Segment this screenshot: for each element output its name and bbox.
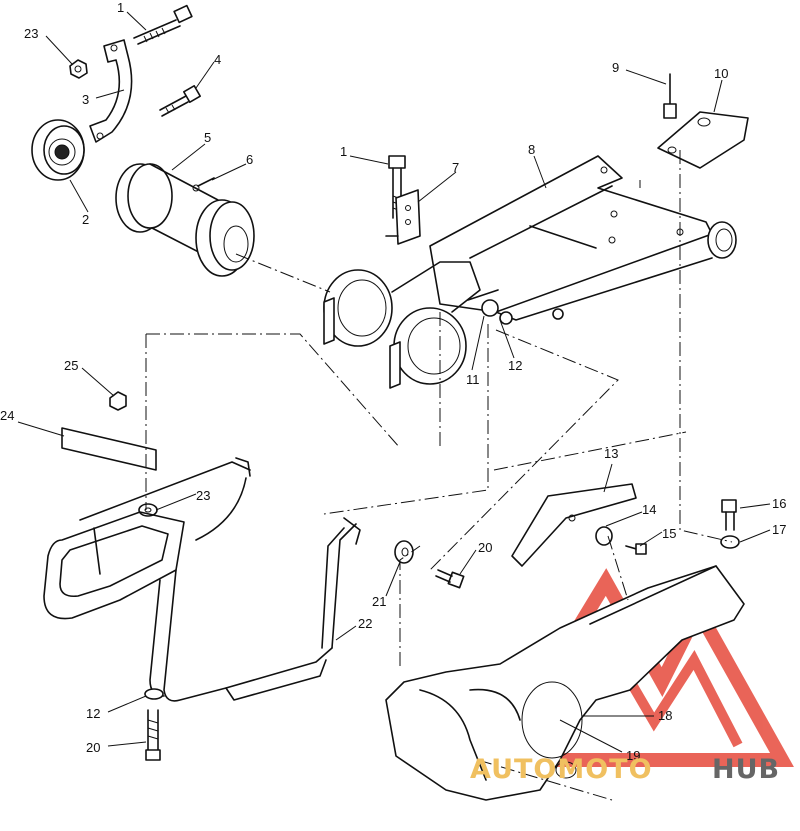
callout-15: 15	[662, 526, 676, 541]
callout-16: 16	[772, 496, 786, 511]
callout-7: 7	[452, 160, 459, 175]
callout-8: 8	[528, 142, 535, 157]
watermark-text: AUTOMOTO HUB	[470, 754, 780, 785]
callout-23-lower: 23	[196, 488, 210, 503]
callout-3: 3	[82, 92, 89, 107]
bolt-top-left	[133, 4, 193, 45]
callout-25: 25	[64, 358, 78, 373]
callout-23-top: 23	[24, 26, 38, 41]
bolt-right	[720, 499, 740, 549]
callout-14: 14	[642, 502, 656, 517]
mount-bracket	[385, 189, 421, 245]
callout-22: 22	[358, 616, 372, 631]
callout-10: 10	[714, 66, 728, 81]
leader-lines	[17, 11, 771, 753]
clamp-strap	[89, 39, 133, 143]
chain-case	[385, 565, 745, 801]
callout-2: 2	[82, 212, 89, 227]
small-parts-left	[61, 391, 158, 517]
callout-12-arm: 12	[508, 358, 522, 373]
pin-small	[192, 177, 215, 192]
callout-labels: 1 23 3 4 5 6 2 1 7 8 9 10 11 12 25 24 23…	[0, 0, 786, 763]
axle-clamps	[323, 261, 564, 389]
swing-arm-frame	[429, 155, 737, 321]
lower-bracket	[511, 483, 647, 567]
washer-bolt-center	[394, 540, 465, 589]
roller-wheel	[31, 119, 85, 181]
callout-17: 17	[772, 522, 786, 537]
watermark-triangle-outer	[485, 568, 794, 767]
callout-20-center: 20	[478, 540, 492, 555]
callout-11: 11	[466, 372, 480, 387]
callout-6: 6	[246, 152, 253, 167]
spool-roller	[115, 163, 255, 277]
construction-lines	[145, 150, 733, 801]
callout-20-lower: 20	[86, 740, 100, 755]
callout-13: 13	[604, 446, 618, 461]
bolt-center-vertical	[388, 155, 406, 219]
bolt-bottom-left	[144, 688, 164, 761]
watermark-text-automoto: AUTOMOTO	[470, 754, 653, 785]
callout-18: 18	[658, 708, 672, 723]
callout-19: 19	[626, 748, 640, 763]
callout-5: 5	[204, 130, 211, 145]
callout-21: 21	[372, 594, 386, 609]
watermark-text-hub: HUB	[712, 754, 780, 785]
callout-9: 9	[612, 60, 619, 75]
bolt-small	[159, 85, 201, 117]
callout-1-center: 1	[340, 144, 347, 159]
callout-4: 4	[214, 52, 221, 67]
plate-and-bolt	[657, 73, 749, 169]
nut-top-left	[69, 59, 88, 79]
callout-12-lower: 12	[86, 706, 100, 721]
callout-1-top: 1	[117, 0, 124, 15]
callout-24: 24	[0, 408, 14, 423]
